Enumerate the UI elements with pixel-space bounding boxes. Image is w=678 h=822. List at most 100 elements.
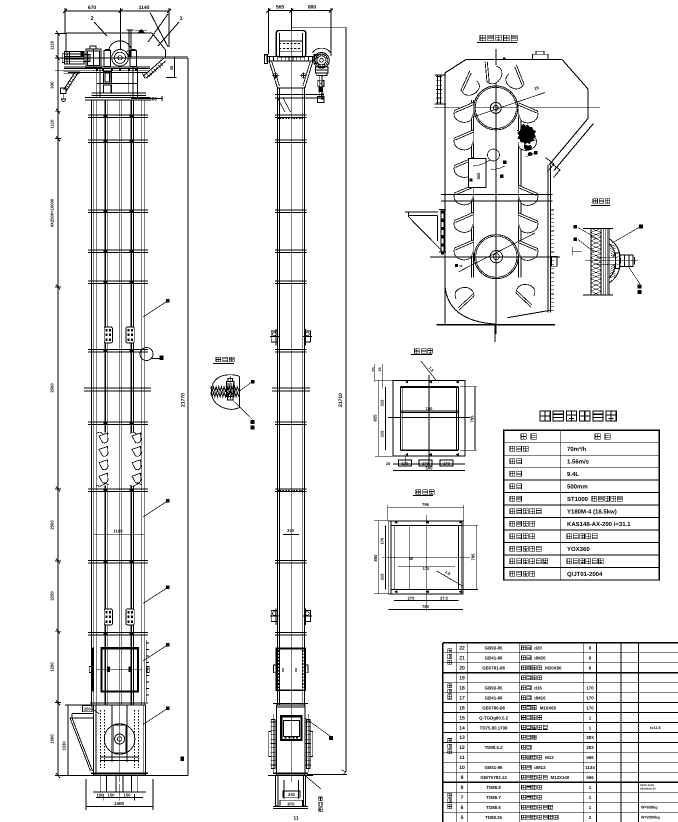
svg-text:TD88.7: TD88.7 bbox=[486, 795, 501, 800]
svg-text:TD75.80.1708: TD75.80.1708 bbox=[480, 725, 508, 730]
svg-text:20: 20 bbox=[386, 462, 390, 466]
svg-text:15: 15 bbox=[459, 715, 465, 721]
svg-text:xxxx xxxx: xxxx xxxx bbox=[640, 783, 655, 787]
svg-text:1: 1 bbox=[589, 785, 592, 790]
svg-text:500: 500 bbox=[476, 172, 481, 179]
svg-text:500: 500 bbox=[426, 465, 434, 470]
svg-text:170: 170 bbox=[423, 566, 430, 571]
svg-text:150: 150 bbox=[124, 792, 132, 797]
svg-text:21710: 21710 bbox=[338, 393, 344, 407]
svg-text:4X2500=10000: 4X2500=10000 bbox=[50, 198, 55, 227]
svg-text:180: 180 bbox=[426, 406, 433, 411]
svg-text:1030: 1030 bbox=[62, 741, 67, 751]
svg-text:8: 8 bbox=[589, 666, 592, 671]
svg-text:14: 14 bbox=[459, 725, 465, 731]
svg-text:1134: 1134 bbox=[585, 765, 595, 770]
svg-text:500mm: 500mm bbox=[567, 483, 588, 490]
svg-text:315: 315 bbox=[380, 399, 385, 406]
svg-text:20: 20 bbox=[459, 666, 465, 672]
svg-text:Y180M-4 (18.5kw): Y180M-4 (18.5kw) bbox=[567, 508, 617, 515]
svg-text:1: 1 bbox=[589, 795, 592, 800]
svg-text:1.5: 1.5 bbox=[427, 365, 435, 373]
svg-text:1400: 1400 bbox=[114, 801, 125, 806]
svg-text:16: 16 bbox=[459, 705, 465, 711]
svg-text:170: 170 bbox=[422, 461, 429, 466]
svg-text:2: 2 bbox=[589, 815, 592, 820]
svg-text:1: 1 bbox=[179, 16, 182, 22]
svg-text:GB5781-86: GB5781-86 bbox=[482, 666, 505, 671]
svg-text:50: 50 bbox=[409, 556, 414, 561]
svg-text:565: 565 bbox=[276, 5, 285, 11]
svg-text:19: 19 bbox=[459, 675, 465, 681]
svg-text:150: 150 bbox=[108, 792, 116, 797]
svg-text:TD88.5.2: TD88.5.2 bbox=[485, 745, 504, 750]
svg-text:15: 15 bbox=[378, 367, 382, 371]
svg-text:283: 283 bbox=[586, 745, 594, 750]
svg-text:8: 8 bbox=[589, 646, 592, 651]
svg-text:20: 20 bbox=[372, 367, 376, 371]
svg-text:1: 1 bbox=[589, 725, 592, 730]
svg-text:1: 1 bbox=[589, 805, 592, 810]
svg-text:GB41-86: GB41-86 bbox=[485, 765, 503, 770]
svg-text:d16: d16 bbox=[534, 685, 542, 690]
svg-text:566: 566 bbox=[586, 755, 594, 760]
svg-text:GB93-85: GB93-85 bbox=[485, 646, 503, 651]
svg-text:ST1000: ST1000 bbox=[567, 496, 589, 503]
svg-text:670: 670 bbox=[88, 5, 97, 11]
svg-text:1120: 1120 bbox=[50, 40, 55, 50]
svg-text:180: 180 bbox=[149, 96, 157, 102]
svg-text:370: 370 bbox=[287, 528, 295, 533]
svg-text:2500: 2500 bbox=[50, 383, 55, 393]
svg-text:170: 170 bbox=[586, 695, 594, 700]
svg-text:t=11.6: t=11.6 bbox=[650, 726, 661, 730]
svg-text:7: 7 bbox=[461, 795, 464, 801]
svg-text:70m³/h: 70m³/h bbox=[567, 446, 587, 453]
svg-text:2500: 2500 bbox=[50, 520, 55, 530]
svg-text:170: 170 bbox=[380, 537, 385, 544]
svg-text:870: 870 bbox=[288, 801, 296, 806]
svg-text:1.5: 1.5 bbox=[444, 569, 452, 576]
svg-text:21770: 21770 bbox=[181, 393, 187, 407]
svg-text:1500: 1500 bbox=[50, 734, 55, 744]
svg-text:9.4L: 9.4L bbox=[567, 471, 579, 478]
svg-text:M16X60: M16X60 bbox=[540, 705, 557, 710]
svg-text:GB41-86: GB41-86 bbox=[485, 656, 503, 661]
svg-text:795: 795 bbox=[470, 415, 475, 423]
svg-text:22: 22 bbox=[459, 646, 465, 652]
svg-text:170: 170 bbox=[402, 461, 409, 466]
svg-text:250: 250 bbox=[84, 707, 92, 712]
svg-text:W=938kg: W=938kg bbox=[641, 806, 658, 810]
svg-text:1140: 1140 bbox=[139, 5, 150, 11]
svg-text:2250: 2250 bbox=[50, 591, 55, 601]
svg-text:8: 8 bbox=[589, 656, 592, 661]
svg-text:15: 15 bbox=[534, 85, 541, 91]
svg-text:GB/T5782.12: GB/T5782.12 bbox=[480, 775, 507, 780]
svg-text:6: 6 bbox=[461, 805, 464, 811]
svg-text:TD88.8: TD88.8 bbox=[486, 785, 501, 790]
svg-text:13: 13 bbox=[459, 735, 465, 741]
svg-text:d20: d20 bbox=[534, 646, 542, 651]
svg-text:11: 11 bbox=[459, 755, 465, 761]
svg-text:2: 2 bbox=[90, 16, 93, 22]
svg-text:240: 240 bbox=[288, 792, 296, 797]
svg-text:dM16: dM16 bbox=[534, 695, 546, 700]
svg-text:1.56m/s: 1.56m/s bbox=[567, 458, 590, 465]
svg-text:TD88.35: TD88.35 bbox=[485, 815, 502, 820]
svg-text:21: 21 bbox=[459, 656, 465, 662]
svg-text:275: 275 bbox=[408, 595, 415, 600]
svg-text:17: 17 bbox=[459, 695, 465, 701]
svg-text:150: 150 bbox=[97, 792, 105, 797]
svg-text:930: 930 bbox=[50, 81, 55, 89]
svg-text:880: 880 bbox=[308, 5, 317, 11]
svg-text:9: 9 bbox=[461, 775, 464, 781]
svg-text:1: 1 bbox=[589, 715, 592, 720]
svg-text:10: 10 bbox=[459, 765, 465, 771]
svg-text:795: 795 bbox=[422, 502, 430, 507]
svg-text:18: 18 bbox=[459, 685, 465, 691]
svg-text:315: 315 bbox=[380, 430, 385, 437]
svg-text:YOX360: YOX360 bbox=[567, 546, 590, 553]
svg-text:315: 315 bbox=[380, 573, 385, 580]
svg-text:dM20: dM20 bbox=[534, 656, 546, 661]
svg-text:dM12: dM12 bbox=[534, 765, 546, 770]
svg-text:M12: M12 bbox=[545, 755, 554, 760]
